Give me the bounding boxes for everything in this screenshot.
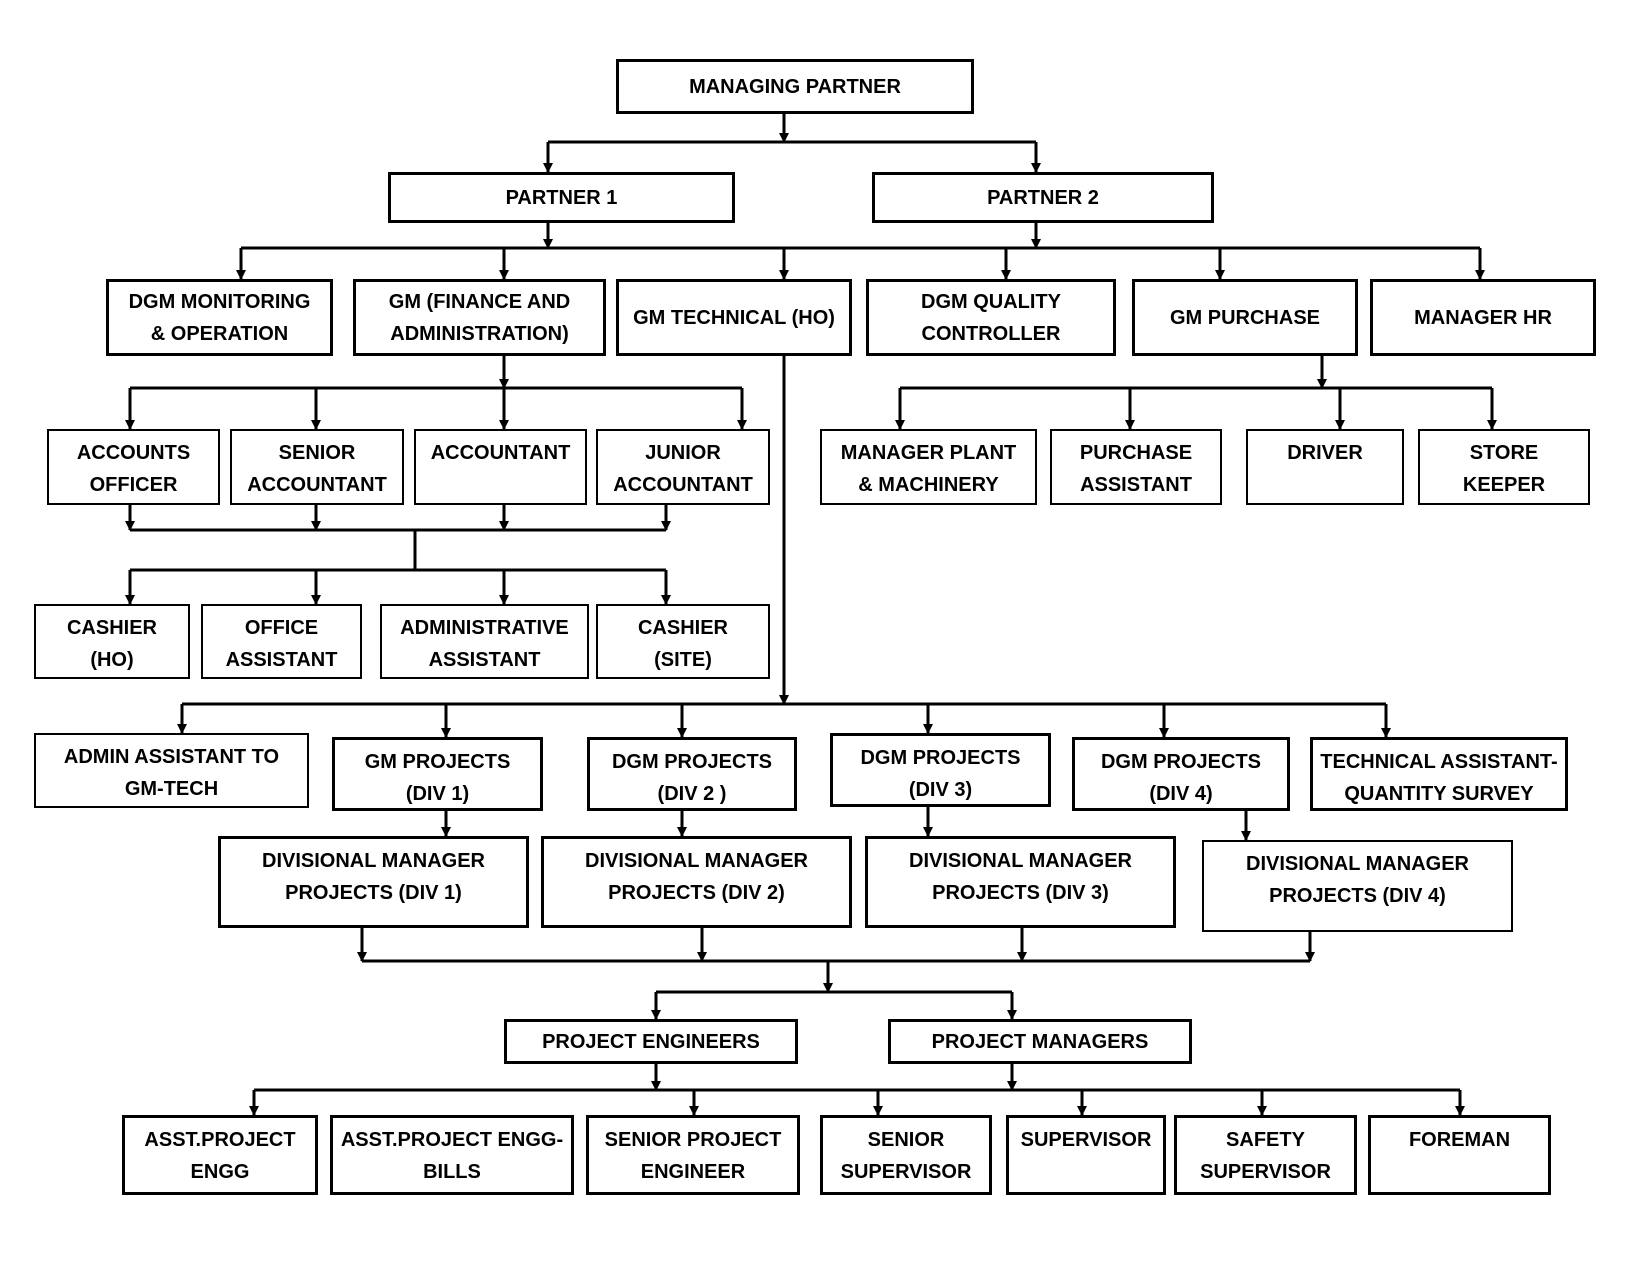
node-label: PURCHASE ASSISTANT [1079,442,1193,496]
node-label: JUNIOR ACCOUNTANT [613,442,753,496]
node-dgm-projects-div3: DGM PROJECTS (DIV 3) [830,733,1051,807]
node-label: DGM PROJECTS (DIV 3) [860,747,1021,801]
node-label: ASST.PROJECT ENGG [144,1129,296,1183]
node-manager-plant: MANAGER PLANT & MACHINERY [820,429,1037,505]
node-dgm-projects-div2: DGM PROJECTS (DIV 2 ) [587,737,797,811]
node-label: ASST.PROJECT ENGG- BILLS [340,1129,564,1183]
node-label: SAFETY SUPERVISOR [1200,1129,1331,1183]
node-label: PARTNER 2 [987,186,1099,209]
node-partner-2: PARTNER 2 [872,172,1214,223]
node-asst-project-engg-bills: ASST.PROJECT ENGG- BILLS [330,1115,574,1195]
node-label: GM TECHNICAL (HO) [633,306,835,329]
node-label: DIVISIONAL MANAGER PROJECTS (DIV 3) [909,850,1132,904]
node-label: SENIOR SUPERVISOR [840,1129,972,1183]
node-label: DRIVER [1287,442,1363,464]
node-label: ADMIN ASSISTANT TO GM-TECH [63,746,280,800]
node-label: ACCOUNTANT [430,442,571,464]
node-senior-project-engineer: SENIOR PROJECT ENGINEER [586,1115,800,1195]
node-safety-supervisor: SAFETY SUPERVISOR [1174,1115,1357,1195]
node-gm-projects-div1: GM PROJECTS (DIV 1) [332,737,543,811]
node-driver: DRIVER [1246,429,1404,505]
node-partner-1: PARTNER 1 [388,172,735,223]
node-label: DIVISIONAL MANAGER PROJECTS (DIV 2) [585,850,808,904]
node-cashier-site: CASHIER (SITE) [596,604,770,679]
node-dgm-quality: DGM QUALITY CONTROLLER [866,279,1116,356]
node-admin-assistant-gm-tech: ADMIN ASSISTANT TO GM-TECH [34,733,309,808]
node-label: DIVISIONAL MANAGER PROJECTS (DIV 1) [262,850,485,904]
node-cashier-ho: CASHIER (HO) [34,604,190,679]
node-foreman: FOREMAN [1368,1115,1551,1195]
node-divisional-manager-div3: DIVISIONAL MANAGER PROJECTS (DIV 3) [865,836,1176,928]
node-label: MANAGER PLANT & MACHINERY [840,442,1017,496]
node-label: GM PURCHASE [1169,306,1320,329]
node-technical-assistant-qs: TECHNICAL ASSISTANT- QUANTITY SURVEY [1310,737,1568,811]
node-label: ACCOUNTS OFFICER [76,442,191,496]
node-store-keeper: STORE KEEPER [1418,429,1590,505]
node-label: DGM MONITORING & OPERATION [128,290,311,345]
node-senior-supervisor: SENIOR SUPERVISOR [820,1115,992,1195]
node-label: ADMINISTRATIVE ASSISTANT [400,617,569,671]
node-label: CASHIER (HO) [66,617,157,671]
node-gm-finance: GM (FINANCE AND ADMINISTRATION) [353,279,606,356]
node-label: FOREMAN [1408,1129,1511,1151]
node-divisional-manager-div1: DIVISIONAL MANAGER PROJECTS (DIV 1) [218,836,529,928]
node-dgm-monitoring: DGM MONITORING & OPERATION [106,279,333,356]
node-label: CASHIER (SITE) [637,617,728,671]
node-dgm-projects-div4: DGM PROJECTS (DIV 4) [1072,737,1290,811]
node-gm-purchase: GM PURCHASE [1132,279,1358,356]
node-manager-hr: MANAGER HR [1370,279,1596,356]
node-label: GM PROJECTS (DIV 1) [364,751,511,805]
node-supervisor: SUPERVISOR [1006,1115,1166,1195]
node-label: TECHNICAL ASSISTANT- QUANTITY SURVEY [1320,751,1558,805]
node-accounts-officer: ACCOUNTS OFFICER [47,429,220,505]
node-label: DGM PROJECTS (DIV 2 ) [611,751,773,805]
node-project-engineers: PROJECT ENGINEERS [504,1019,798,1064]
node-divisional-manager-div4: DIVISIONAL MANAGER PROJECTS (DIV 4) [1202,840,1513,932]
node-managing-partner: MANAGING PARTNER [616,59,974,114]
node-label: PROJECT ENGINEERS [542,1030,760,1053]
node-label: DIVISIONAL MANAGER PROJECTS (DIV 4) [1246,853,1469,907]
node-label: STORE KEEPER [1462,442,1546,496]
node-administrative-assistant: ADMINISTRATIVE ASSISTANT [380,604,589,679]
node-label: MANAGING PARTNER [689,75,901,98]
node-label: SENIOR ACCOUNTANT [247,442,387,496]
node-accountant: ACCOUNTANT [414,429,587,505]
node-divisional-manager-div2: DIVISIONAL MANAGER PROJECTS (DIV 2) [541,836,852,928]
node-label: DGM PROJECTS (DIV 4) [1100,751,1262,805]
node-junior-accountant: JUNIOR ACCOUNTANT [596,429,770,505]
node-label: PARTNER 1 [505,186,618,209]
node-label: SUPERVISOR [1020,1129,1152,1151]
node-gm-technical: GM TECHNICAL (HO) [616,279,852,356]
node-asst-project-engg: ASST.PROJECT ENGG [122,1115,318,1195]
node-purchase-assistant: PURCHASE ASSISTANT [1050,429,1222,505]
node-senior-accountant: SENIOR ACCOUNTANT [230,429,404,505]
node-office-assistant: OFFICE ASSISTANT [201,604,362,679]
node-project-managers: PROJECT MANAGERS [888,1019,1192,1064]
node-label: PROJECT MANAGERS [931,1030,1149,1053]
node-label: MANAGER HR [1414,306,1552,329]
node-label: OFFICE ASSISTANT [225,617,338,671]
node-label: DGM QUALITY CONTROLLER [921,290,1061,345]
node-label: GM (FINANCE AND ADMINISTRATION) [388,290,571,345]
node-label: SENIOR PROJECT ENGINEER [604,1129,782,1183]
